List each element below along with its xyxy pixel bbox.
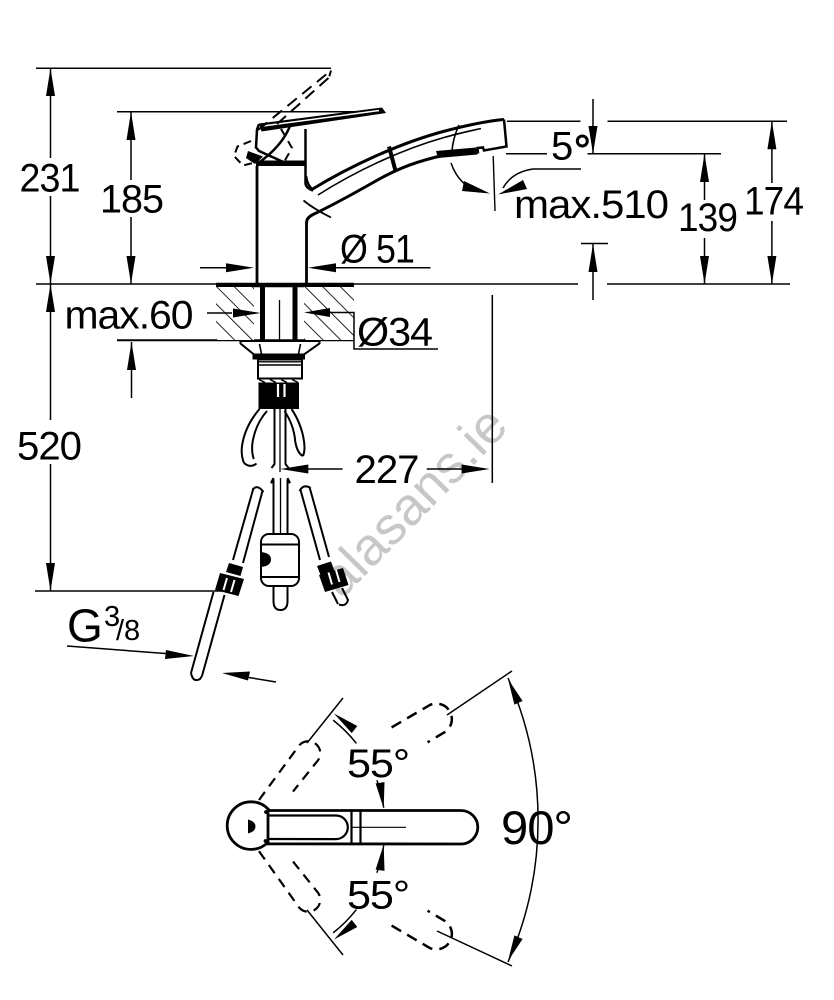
svg-text:max.60: max.60 [65, 294, 193, 338]
svg-text:139: 139 [678, 196, 737, 240]
svg-text:55°: 55° [347, 742, 409, 786]
svg-text:520: 520 [17, 425, 81, 469]
svg-text:185: 185 [100, 178, 163, 222]
svg-text:Ø 51: Ø 51 [340, 228, 414, 272]
svg-text:174: 174 [744, 180, 804, 224]
svg-text:max.510: max.510 [514, 183, 668, 227]
svg-text:/8: /8 [116, 615, 140, 647]
svg-text:5: 5 [551, 125, 572, 169]
svg-text:55°: 55° [347, 874, 409, 918]
svg-text:Ø34: Ø34 [357, 311, 433, 355]
svg-text:G: G [67, 600, 102, 652]
svg-text:3: 3 [104, 601, 120, 633]
svg-text:227: 227 [355, 448, 419, 492]
svg-text:231: 231 [20, 157, 80, 201]
svg-text:90°: 90° [501, 801, 572, 854]
